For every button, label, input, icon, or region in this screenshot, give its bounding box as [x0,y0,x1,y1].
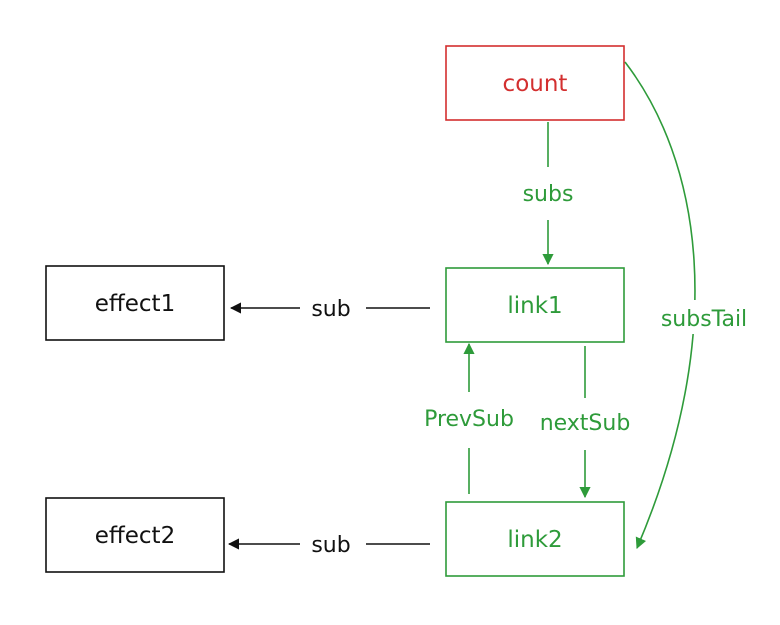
node-count-box [445,45,625,121]
node-effect1: effect1 [45,265,225,341]
node-count: count [445,45,625,121]
edge-sub1: sub [229,297,430,322]
edge-subs-label: subs [523,182,574,207]
node-effect1-label: effect1 [95,291,175,317]
node-link2-box [445,501,625,577]
node-effect2-label: effect2 [95,523,175,549]
edge-subs: subs [523,122,574,266]
node-effect1-box [45,265,225,341]
edge-nextSub-label: nextSub [540,411,631,436]
node-effect2-box [45,497,225,573]
edge-sub1-label: sub [311,297,350,322]
edge-prevSub: PrevSub [424,342,514,494]
node-link1-box [445,267,625,343]
edge-subsTail: subsTail [624,61,760,550]
node-link1-label: link1 [507,293,562,319]
edge-sub2: sub [227,533,430,558]
node-link1: link1 [445,267,625,343]
edge-nextSub: nextSub [540,346,631,499]
edge-sub2-label: sub [311,533,350,558]
node-count-label: count [503,71,568,97]
node-link2: link2 [445,501,625,577]
edge-prevSub-label: PrevSub [424,407,514,432]
node-link2-label: link2 [507,527,562,553]
edge-subsTail-path [624,61,696,550]
edge-subsTail-label: subsTail [661,307,747,332]
edge-subsTail-label-bg [648,300,760,334]
node-effect2: effect2 [45,497,225,573]
